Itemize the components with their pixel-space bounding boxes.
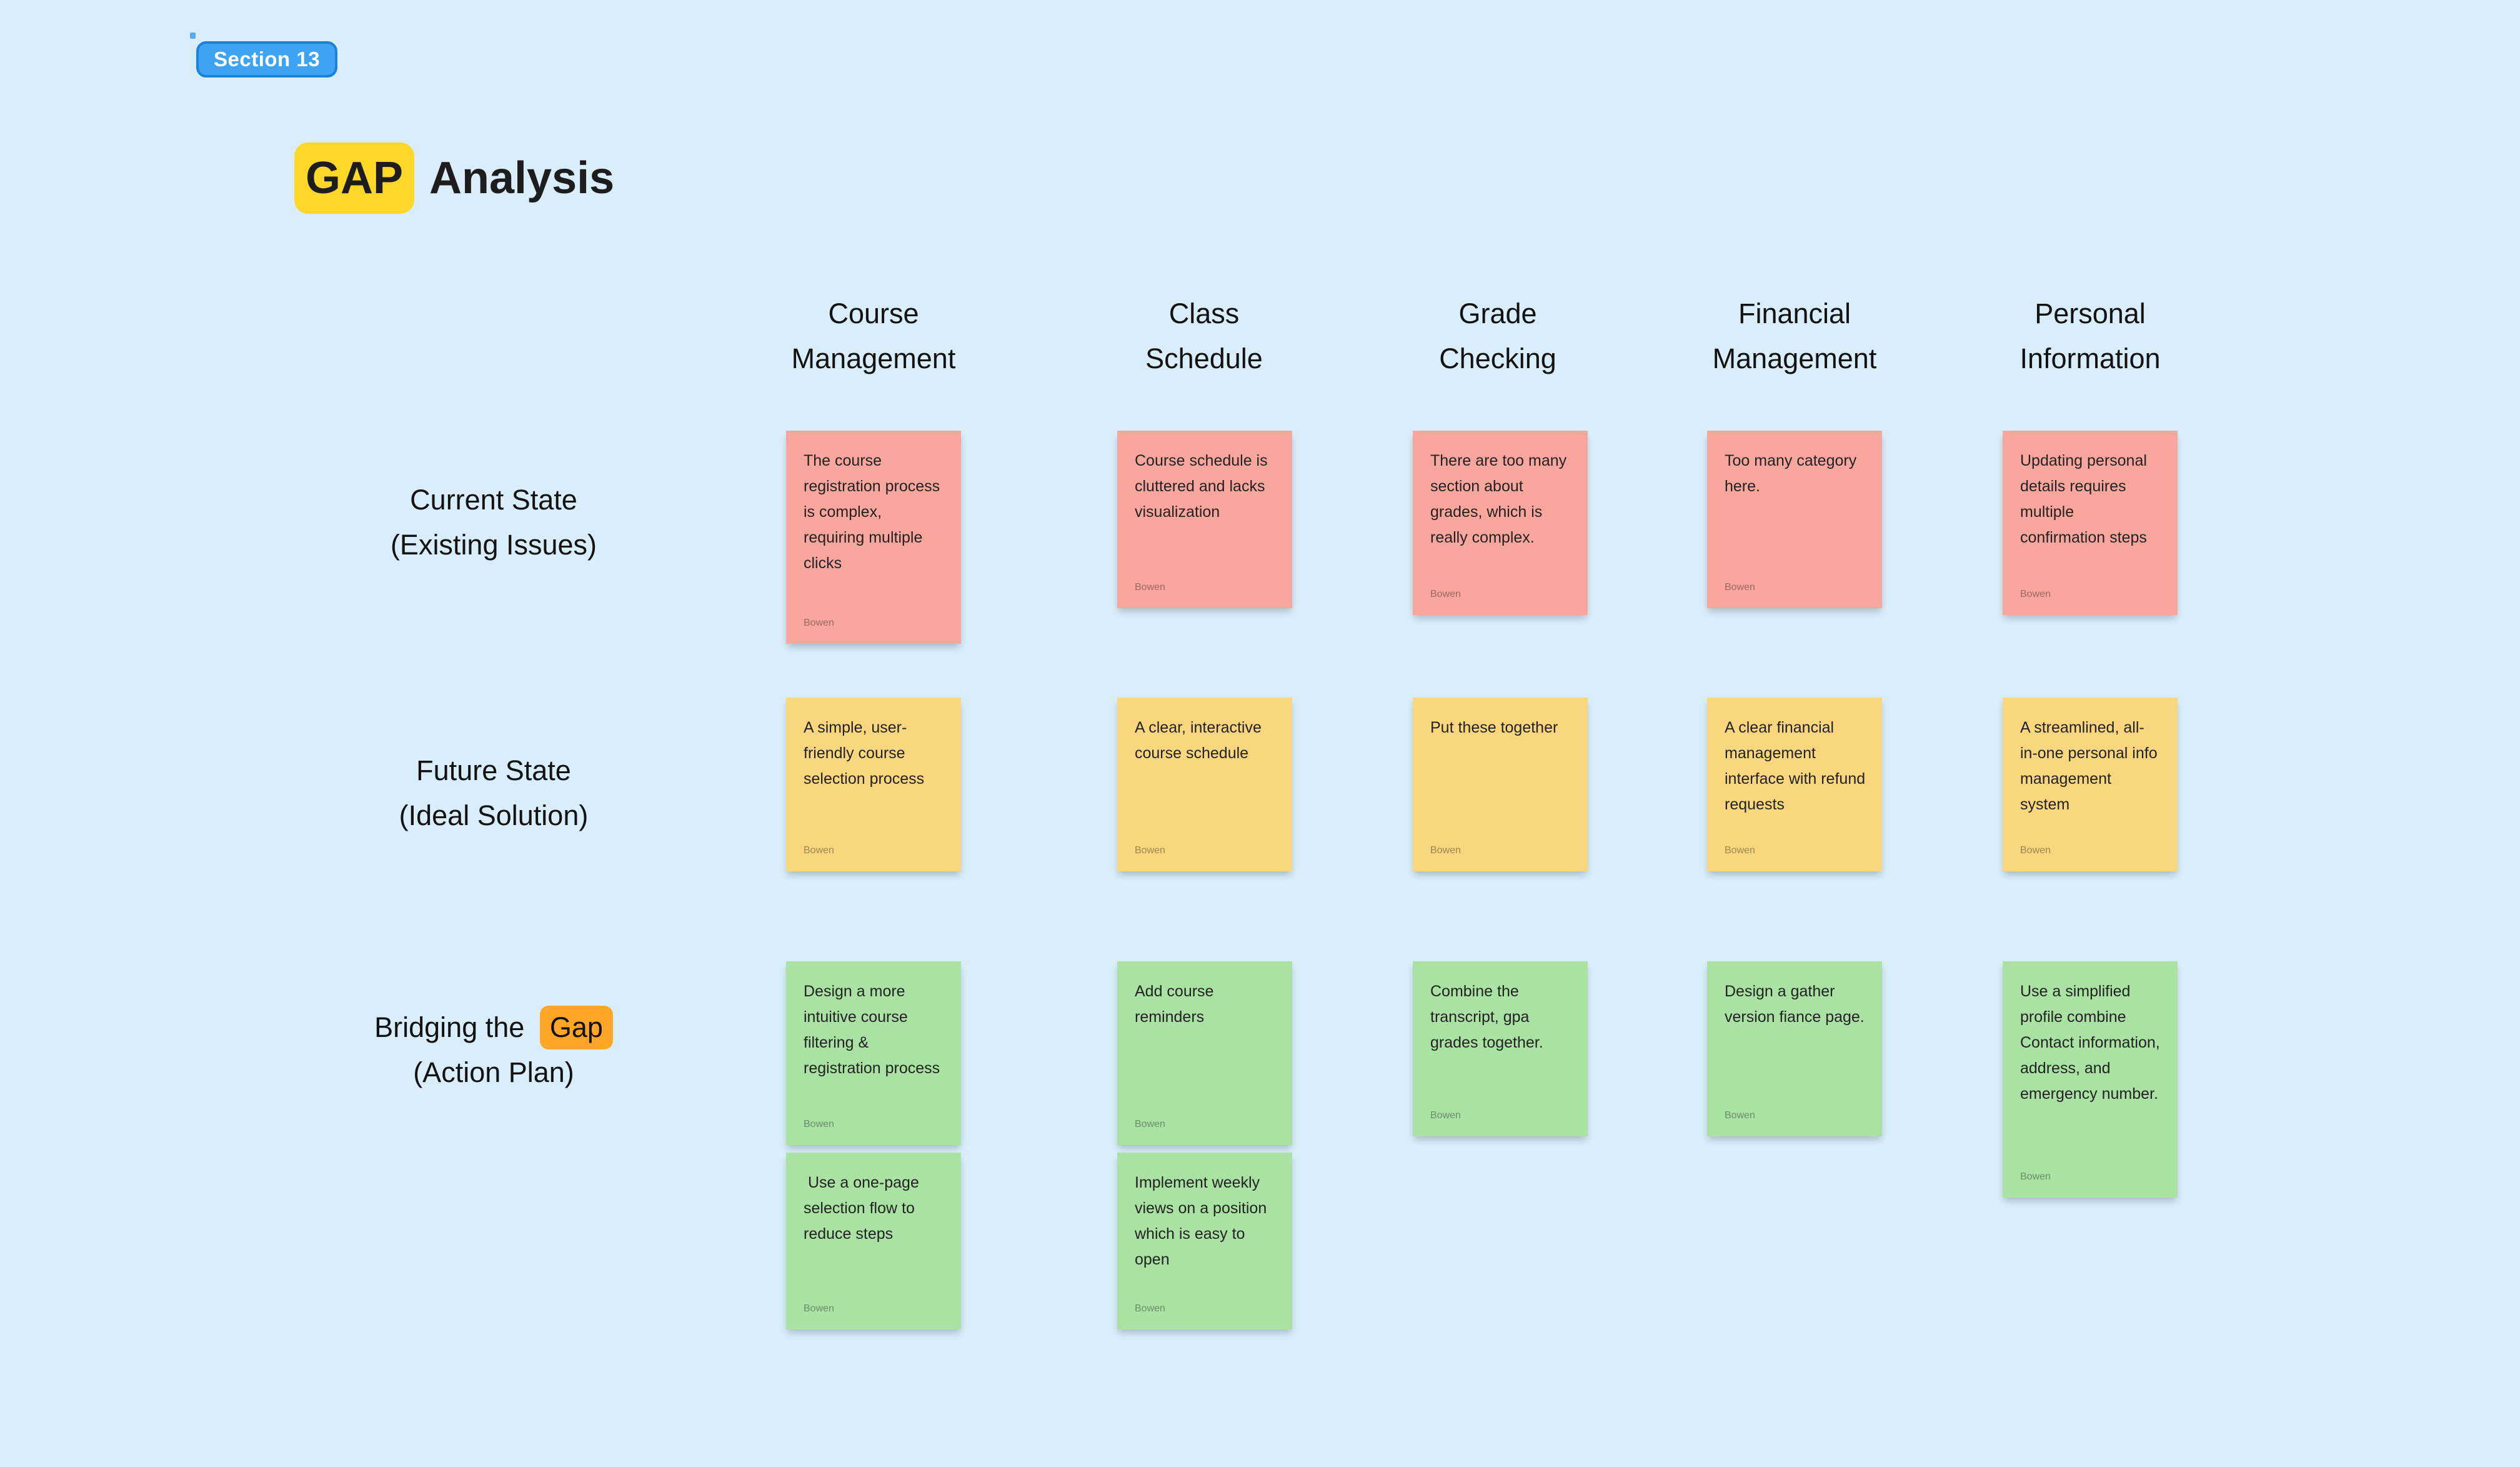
page-title: GAP Analysis	[294, 143, 614, 214]
note-author: Bowen	[2020, 589, 2051, 599]
column-header-grade-checking: Grade Checking	[1439, 298, 1556, 374]
note-author: Bowen	[1135, 1303, 1165, 1314]
title-highlighted-word: GAP	[294, 143, 415, 214]
sticky-note-current-course-management[interactable]: The course registration process is compl…	[786, 431, 961, 644]
row-label-current-state: Current State (Existing Issues)	[390, 484, 597, 561]
note-author: Bowen	[804, 1303, 834, 1314]
sticky-note-future-financial-management[interactable]: A clear financial management interface w…	[1707, 698, 1882, 871]
note-author: Bowen	[2020, 1171, 2051, 1182]
sticky-note-current-personal-information[interactable]: Updating personal details requires multi…	[2003, 431, 2178, 615]
sticky-note-future-grade-checking[interactable]: Put these together Bowen	[1413, 698, 1588, 871]
note-author: Bowen	[804, 845, 834, 856]
note-author: Bowen	[1725, 845, 1755, 856]
note-author: Bowen	[1725, 1110, 1755, 1121]
note-author: Bowen	[1430, 589, 1461, 599]
sticky-note-action-course-management-2[interactable]: Use a one-page selection flow to reduce …	[786, 1153, 961, 1329]
sticky-note-action-grade-checking[interactable]: Combine the transcript, gpa grades toget…	[1413, 961, 1588, 1136]
section-tag-label: Section 13	[214, 48, 321, 71]
sticky-note-current-grade-checking[interactable]: There are too many section about grades,…	[1413, 431, 1588, 615]
sticky-note-future-personal-information[interactable]: A streamlined, all-in-one personal info …	[2003, 698, 2178, 871]
section-tag[interactable]: Section 13	[196, 41, 338, 78]
sticky-note-action-class-schedule-2[interactable]: Implement weekly views on a position whi…	[1117, 1153, 1292, 1329]
title-rest: Analysis	[429, 153, 615, 203]
note-author: Bowen	[2020, 845, 2051, 856]
sticky-note-action-financial-management[interactable]: Design a gather version fiance page. Bow…	[1707, 961, 1882, 1136]
sticky-note-current-financial-management[interactable]: Too many category here. Bowen	[1707, 431, 1882, 608]
column-header-class-schedule: Class Schedule	[1145, 298, 1263, 374]
note-author: Bowen	[1135, 845, 1165, 856]
note-author: Bowen	[1725, 582, 1755, 593]
note-author: Bowen	[1135, 582, 1165, 593]
sticky-note-action-class-schedule-1[interactable]: Add course reminders Bowen	[1117, 961, 1292, 1145]
row-label-future-state: Future State (Ideal Solution)	[399, 754, 589, 831]
note-author: Bowen	[1135, 1119, 1165, 1129]
column-header-personal-information: Personal Information	[2019, 298, 2161, 374]
sticky-note-current-class-schedule[interactable]: Course schedule is cluttered and lacks v…	[1117, 431, 1292, 608]
note-author: Bowen	[804, 618, 834, 628]
column-header-financial-management: Financial Management	[1712, 298, 1877, 374]
column-header-course-management: Course Management	[791, 298, 956, 374]
gap-highlight: Gap	[539, 1006, 613, 1049]
row-label-bridging-the-gap: Bridging the Gap (Action Plan)	[300, 1005, 687, 1095]
sticky-note-action-course-management-1[interactable]: Design a more intuitive course filtering…	[786, 961, 961, 1145]
note-author: Bowen	[1430, 1110, 1461, 1121]
note-author: Bowen	[804, 1119, 834, 1129]
sticky-note-action-personal-information[interactable]: Use a simplified profile combine Contact…	[2003, 961, 2178, 1198]
section-corner-handle	[190, 33, 196, 39]
sticky-note-future-course-management[interactable]: A simple, user-friendly course selection…	[786, 698, 961, 871]
sticky-note-future-class-schedule[interactable]: A clear, interactive course schedule Bow…	[1117, 698, 1292, 871]
note-author: Bowen	[1430, 845, 1461, 856]
